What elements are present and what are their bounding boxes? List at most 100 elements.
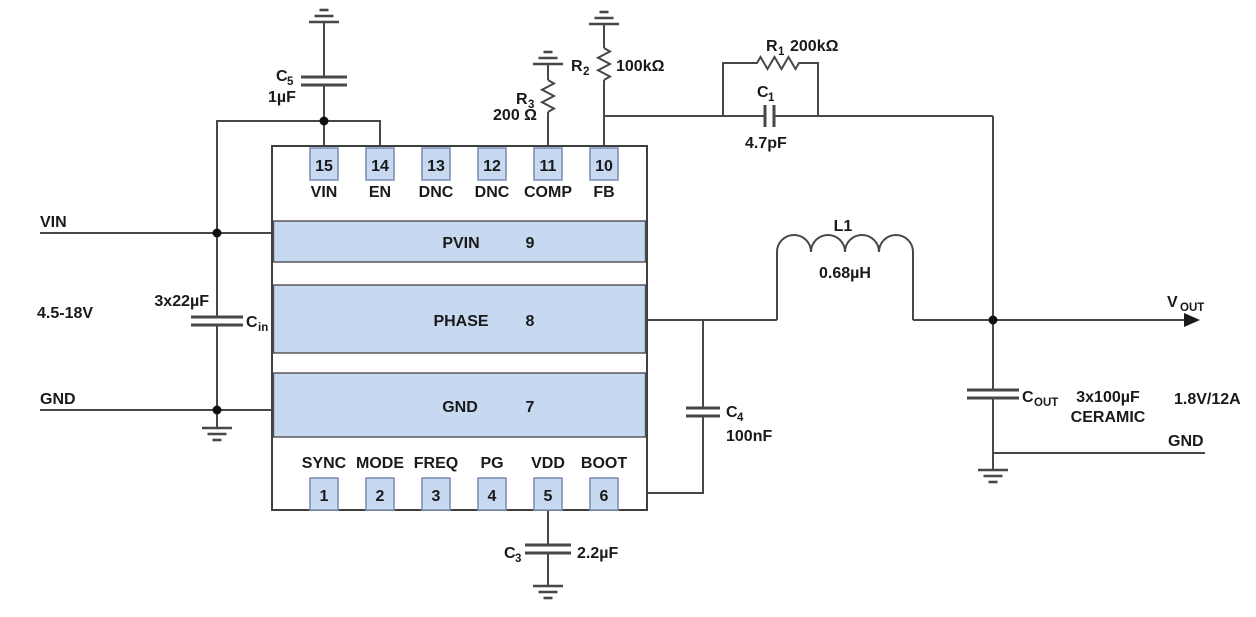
wire-gnd-rail (40, 409, 272, 428)
junction-dots (212, 116, 998, 415)
c1-ref-sub: 1 (768, 92, 775, 104)
bottom-pins: 1 SYNC 2 MODE 3 FREQ 4 PG 5 VDD (302, 455, 627, 511)
pin-label: MODE (356, 455, 404, 472)
pin-label: VDD (531, 455, 565, 472)
ground-icon (309, 8, 339, 24)
ground-icon (978, 468, 1008, 484)
component-symbols (191, 47, 1200, 555)
c4-ref: C (726, 404, 738, 421)
pin-label: FB (593, 184, 614, 201)
input-voltage-range: 4.5-18V (37, 305, 93, 322)
pin-1-sync: 1 SYNC (302, 455, 347, 511)
pin-label: EN (369, 184, 391, 201)
pin-number: 15 (315, 158, 333, 175)
r1-ref: R (766, 38, 778, 55)
capacitor-icon-cout (967, 388, 1019, 400)
ic-block: PVIN 9 PHASE 8 GND 7 15 VIN 14 EN (271, 145, 648, 511)
labels: VIN 4.5-18V GND 3x22µF C in C 5 1µF R 3 … (37, 38, 1241, 565)
r1-value: 200kΩ (790, 38, 839, 55)
pin-number: 12 (483, 158, 501, 175)
pin-number: 2 (376, 488, 385, 505)
c4-ref-sub: 4 (737, 412, 744, 424)
r2-value: 100kΩ (616, 58, 665, 75)
ground-icon (202, 426, 232, 442)
resistor-icon-r2 (595, 47, 613, 81)
c5-ref: C (276, 68, 288, 85)
pin-10-fb: 10 FB (589, 147, 619, 201)
pin-label: DNC (419, 184, 454, 201)
resistor-icon-r3 (539, 79, 557, 113)
vout-arrow-icon (1184, 313, 1200, 327)
l1-value: 0.68µH (819, 265, 871, 282)
vout-label: V (1167, 294, 1178, 311)
cin-ref-sub: in (258, 322, 268, 334)
r3-ref: R (516, 91, 528, 108)
inductor-icon-l1 (776, 234, 914, 320)
resistor-icon-r1 (722, 55, 819, 116)
junction-dot (212, 405, 222, 415)
c4-value: 100nF (726, 428, 772, 445)
bar-pin-number: 8 (526, 313, 535, 330)
capacitor-icon-c3 (525, 543, 571, 555)
r3-ref-sub: 3 (528, 99, 534, 111)
capacitor-icon-cin (191, 315, 243, 327)
ground-icon (589, 10, 619, 26)
output-gnd-label: GND (1168, 433, 1204, 450)
r2-ref: R (571, 58, 583, 75)
pin-6-boot: 6 BOOT (581, 455, 627, 511)
bar-label: GND (442, 399, 478, 416)
junction-dot (988, 315, 998, 325)
pin-5-vdd: 5 VDD (531, 455, 565, 511)
pin-15-vin: 15 VIN (309, 147, 339, 201)
cout-material: CERAMIC (1071, 409, 1146, 426)
c3-ref-sub: 3 (515, 553, 521, 565)
r3-value: 200 Ω (493, 107, 537, 124)
pin-number: 6 (600, 488, 609, 505)
r2-ref-sub: 2 (583, 66, 589, 78)
capacitor-icon-c1 (763, 105, 776, 127)
pin-2-mode: 2 MODE (356, 455, 404, 511)
cout-ref-sub: OUT (1034, 397, 1058, 409)
pin-label: VIN (311, 184, 338, 201)
c1-ref: C (757, 84, 769, 101)
output-rating: 1.8V/12A (1174, 391, 1241, 408)
pin-label: BOOT (581, 455, 627, 472)
pin-number: 3 (432, 488, 441, 505)
bar-label: PVIN (442, 235, 479, 252)
pin-label: COMP (524, 184, 572, 201)
pin-label: PG (480, 455, 503, 472)
pvin-bar: PVIN 9 (272, 220, 647, 263)
capacitor-icon-c5 (301, 75, 347, 87)
ground-symbols (202, 8, 1008, 600)
c3-ref: C (504, 545, 516, 562)
pin-label: FREQ (414, 455, 458, 472)
cout-value: 3x100µF (1076, 389, 1140, 406)
bar-pin-number: 9 (526, 235, 535, 252)
pin-label: SYNC (302, 455, 347, 472)
c5-ref-sub: 5 (287, 76, 294, 88)
ground-icon (533, 50, 563, 66)
pin-11-comp: 11 COMP (524, 147, 572, 201)
bar-pin-number: 7 (526, 399, 535, 416)
capacitor-icon-c4 (686, 406, 720, 418)
gnd-bar: GND 7 (272, 372, 647, 438)
vout-label-sub: OUT (1180, 302, 1204, 314)
pin-number: 14 (371, 158, 389, 175)
pin-3-freq: 3 FREQ (414, 455, 458, 511)
wire-vin-to-en (216, 120, 381, 233)
c1-value: 4.7pF (745, 135, 787, 152)
pin-label: DNC (475, 184, 510, 201)
r1-ref-sub: 1 (778, 46, 785, 58)
pin-number: 13 (427, 158, 445, 175)
c5-value: 1µF (268, 89, 296, 106)
cin-ref: C (246, 314, 258, 331)
l1-ref: L1 (834, 218, 853, 235)
vin-rail-label: VIN (40, 214, 67, 231)
pin-14-en: 14 EN (365, 147, 395, 201)
top-pins: 15 VIN 14 EN 13 DNC 12 DNC 11 COMP (309, 147, 619, 201)
pin-number: 11 (540, 158, 557, 175)
gnd-rail-label: GND (40, 391, 76, 408)
pin-number: 4 (488, 488, 497, 505)
